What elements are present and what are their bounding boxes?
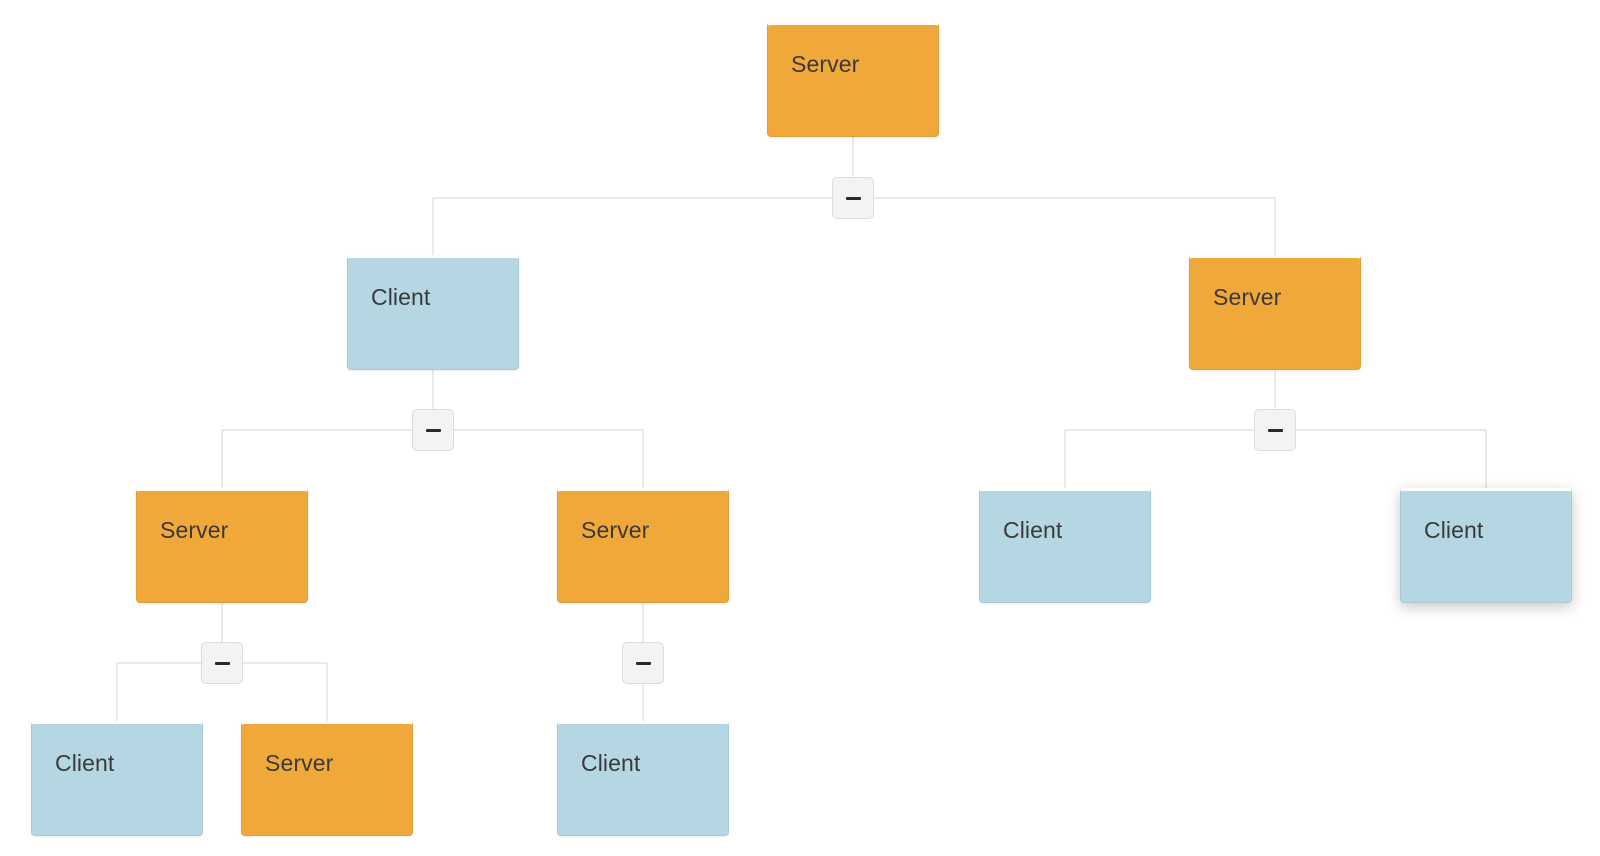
collapse-toggle-server-l2-b[interactable] bbox=[622, 642, 664, 684]
node-label: Client bbox=[55, 750, 115, 776]
node-label: Client bbox=[581, 750, 641, 776]
node-client-l2-a[interactable]: Client bbox=[979, 488, 1151, 603]
collapse-toggle-client-l1[interactable] bbox=[412, 409, 454, 451]
node-label: Server bbox=[1213, 284, 1282, 310]
minus-icon bbox=[426, 429, 441, 432]
node-label: Client bbox=[1003, 517, 1063, 543]
node-label: Client bbox=[1424, 517, 1484, 543]
node-label: Client bbox=[371, 284, 431, 310]
node-server-l1[interactable]: Server bbox=[1189, 255, 1361, 370]
minus-icon bbox=[846, 197, 861, 200]
minus-icon bbox=[636, 662, 651, 665]
node-server-l2-b[interactable]: Server bbox=[557, 488, 729, 603]
node-client-l3-b[interactable]: Client bbox=[557, 721, 729, 836]
node-client-l1[interactable]: Client bbox=[347, 255, 519, 370]
node-client-l3-a[interactable]: Client bbox=[31, 721, 203, 836]
node-label: Server bbox=[265, 750, 334, 776]
node-label: Server bbox=[160, 517, 229, 543]
collapse-toggle-server-l2-a[interactable] bbox=[201, 642, 243, 684]
node-server-root[interactable]: Server bbox=[767, 22, 939, 137]
node-server-l2-a[interactable]: Server bbox=[136, 488, 308, 603]
node-label: Server bbox=[791, 51, 860, 77]
minus-icon bbox=[215, 662, 230, 665]
collapse-toggle-root[interactable] bbox=[832, 177, 874, 219]
node-label: Server bbox=[581, 517, 650, 543]
node-client-l2-b[interactable]: Client bbox=[1400, 488, 1572, 603]
node-server-l3[interactable]: Server bbox=[241, 721, 413, 836]
collapse-toggle-server-l1[interactable] bbox=[1254, 409, 1296, 451]
minus-icon bbox=[1268, 429, 1283, 432]
